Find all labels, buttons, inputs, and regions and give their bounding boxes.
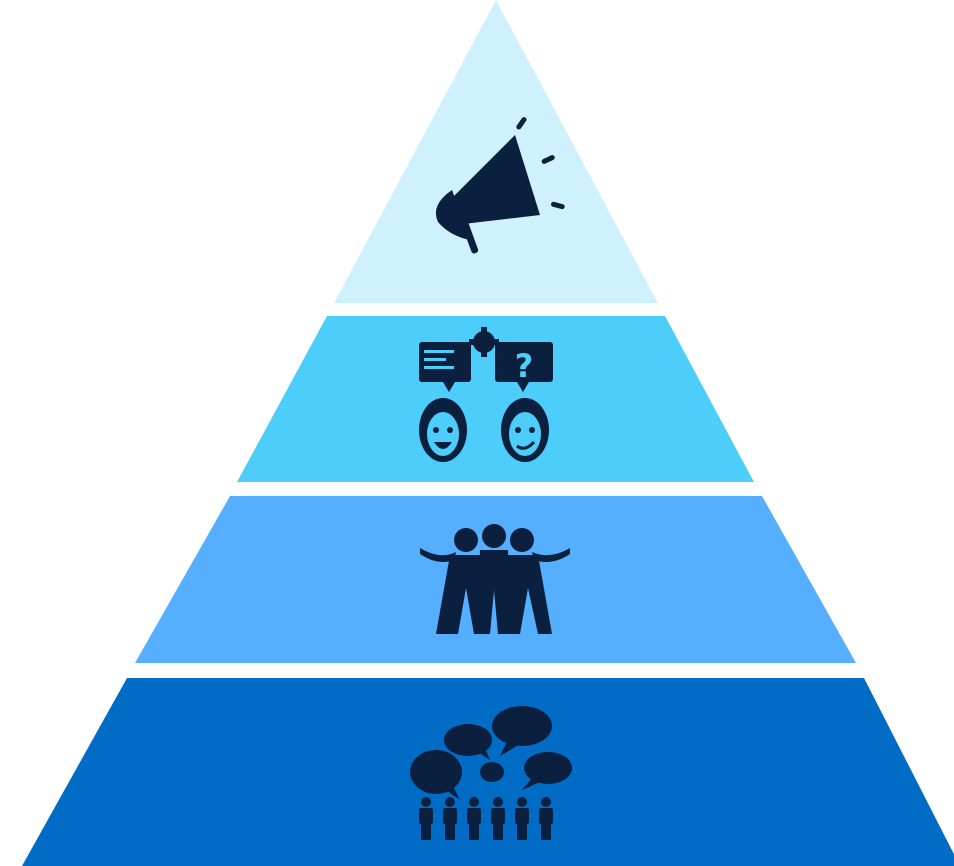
crowd-conversation-icon [410,706,572,840]
megaphone-icon [435,117,565,254]
svg-text:?: ? [515,347,534,385]
crowd-people [419,797,553,840]
discussion-faces-icon: ? [419,327,553,462]
team-embrace-icon [420,524,570,634]
pyramid-level-1 [334,0,658,303]
pyramid-level-2 [237,316,754,482]
